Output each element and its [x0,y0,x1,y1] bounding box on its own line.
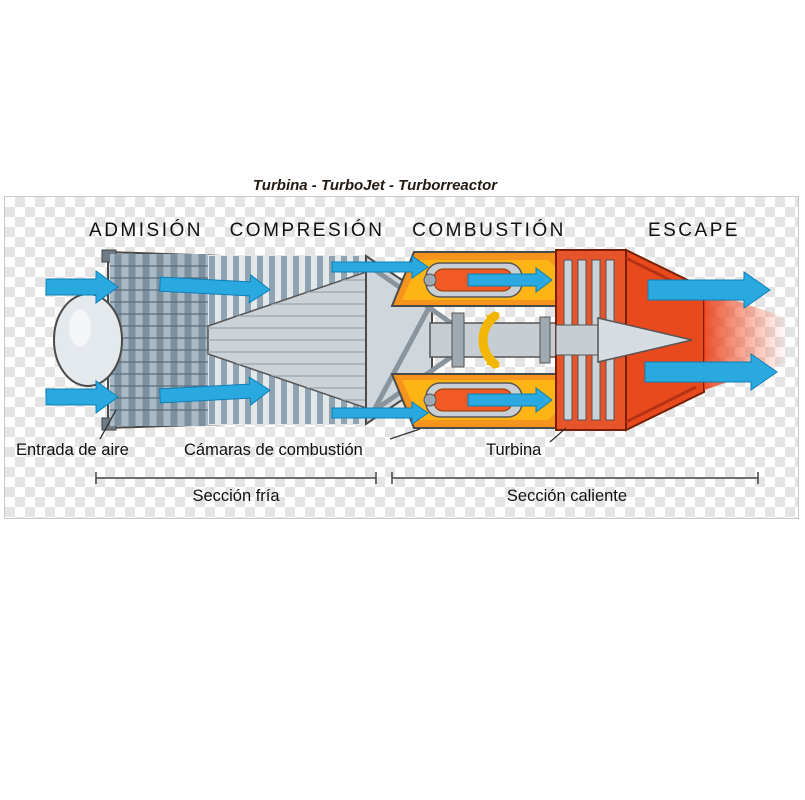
leader-camaras [389,428,421,440]
airflow-arrows [45,255,778,425]
stage-label-escape: ESCAPE [647,220,741,241]
callout-leader-lines [99,409,567,443]
callout-entrada-de-aire: Entrada de aire [16,441,129,459]
duct-arrow-top [331,255,429,279]
leader-entrada [99,409,117,440]
exhaust-arrow-top [647,271,771,309]
intake-arrow-bottom [45,380,119,414]
combustor-arrow-top [467,267,553,293]
callout-turbina: Turbina [486,441,542,459]
combustor-arrow-bottom [467,387,553,413]
exhaust-arrow-bottom [644,353,778,391]
compressor-arrow-top [159,273,271,304]
intake-arrow-top [45,270,119,304]
stage-label-combustion: COMBUSTIÓN [412,220,566,241]
rotation-arrow [478,311,500,369]
exhaust-nozzle [597,248,788,432]
callout-camaras-de-combustion: Cámaras de combustión [184,441,363,459]
leader-turbina [549,427,567,443]
section-brackets [95,472,759,484]
intake-nose-cone [53,293,123,387]
tail-cone [597,317,693,363]
diagram-title: Turbina - TurboJet - Turborreactor [252,177,498,194]
zone-label-seccion-caliente: Sección caliente [506,487,628,505]
compressor-arrow-bottom [159,376,271,407]
duct-arrow-bottom [331,401,429,425]
stage-label-admision: ADMISIÓN [89,220,203,241]
stage-label-compresion: COMPRESIÓN [229,220,385,241]
zone-label-seccion-fria: Sección fría [192,487,280,505]
